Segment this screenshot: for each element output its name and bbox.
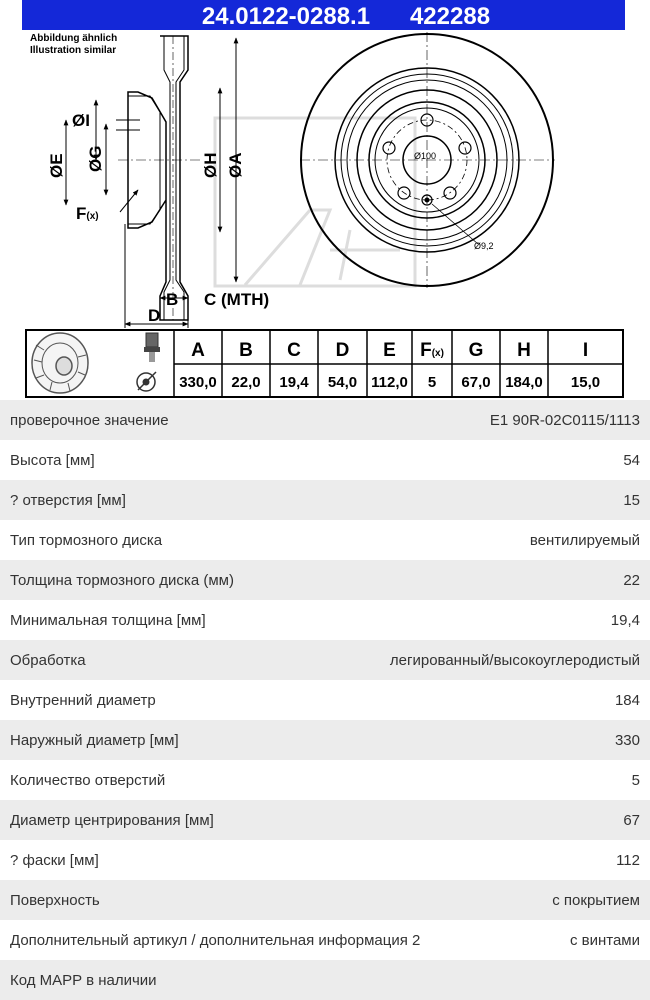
dim-header-b: B: [239, 340, 253, 361]
dim-label-g: ØG: [86, 146, 105, 172]
spec-value: 67: [623, 811, 640, 829]
header-bar: [22, 0, 625, 30]
dim-header-g: G: [469, 340, 484, 361]
disc-front-view: [300, 32, 555, 288]
dim-value-a: 330,0: [179, 374, 217, 391]
dim-value-h: 184,0: [505, 374, 543, 391]
pcd-label: Ø100: [414, 151, 436, 161]
dim-label-f: F(x): [76, 204, 99, 223]
spec-label: Наружный диаметр [мм]: [10, 731, 179, 749]
dim-header-c: C: [287, 340, 301, 361]
spec-row: Тип тормозного диска вентилируемый: [0, 520, 650, 560]
dim-value-e: 112,0: [371, 374, 408, 391]
dim-label-a: ØA: [226, 153, 245, 179]
spec-value: 22: [623, 571, 640, 589]
dim-label-e: ØE: [47, 153, 66, 178]
spec-label: ? фаски [мм]: [10, 851, 99, 869]
spec-value: 15: [623, 491, 640, 509]
spec-label: Диаметр центрирования [мм]: [10, 811, 214, 829]
dim-value-g: 67,0: [461, 374, 490, 391]
spec-label: Внутренний диаметр: [10, 691, 156, 709]
spec-label: Поверхность: [10, 891, 100, 909]
part-number: 24.0122-0288.1: [202, 3, 370, 30]
spec-label: Код MAPP в наличии: [10, 971, 157, 989]
spec-label: проверочное значение: [10, 411, 169, 429]
dimension-lines: [63, 37, 239, 328]
dim-header-a: A: [191, 340, 205, 361]
hole-label: Ø9,2: [474, 241, 494, 251]
bolt-hole: [458, 141, 472, 155]
spec-row: ? отверстия [мм] 15: [0, 480, 650, 520]
technical-drawing: 24.0122-0288.1 422288 Abbildung ähnlich …: [22, 0, 625, 398]
short-number: 422288: [410, 3, 490, 30]
spec-row: Внутренний диаметр 184: [0, 680, 650, 720]
bolt-hole: [382, 141, 396, 155]
dim-header-e: E: [383, 340, 396, 361]
spec-value: легированный/высокоуглеродистый: [389, 651, 640, 669]
spec-label: Обработка: [10, 651, 86, 669]
spec-label: Тип тормозного диска: [10, 531, 163, 549]
spec-row: Дополнительный артикул / дополнительная …: [0, 920, 650, 960]
spec-row: Количество отверстий 5: [0, 760, 650, 800]
dim-value-c: 19,4: [279, 374, 309, 391]
bolt-hole: [397, 186, 411, 200]
spec-row: Код MAPP в наличии: [0, 960, 650, 1000]
ate-watermark: [213, 116, 417, 288]
spec-value: 112: [616, 851, 640, 869]
spec-value: 184: [614, 691, 640, 709]
dim-header-d: D: [336, 340, 350, 361]
spec-row: Высота [мм] 54: [0, 440, 650, 480]
note-en: Illustration similar: [30, 45, 116, 56]
spec-value: 19,4: [610, 611, 640, 629]
spec-row: Наружный диаметр [мм] 330: [0, 720, 650, 760]
dim-label-b: B: [166, 290, 178, 309]
spec-row: Поверхность с покрытием: [0, 880, 650, 920]
spec-label: Толщина тормозного диска (мм): [10, 571, 234, 589]
spec-row: Обработка легированный/высокоуглеродистый: [0, 640, 650, 680]
disc-thumbnail: [31, 332, 89, 394]
spec-value: с винтами: [569, 931, 640, 949]
dim-value-i: 15,0: [571, 374, 600, 391]
spec-label: ? отверстия [мм]: [10, 491, 126, 509]
disc-section-view: [116, 35, 200, 321]
spec-label: Минимальная толщина [мм]: [10, 611, 206, 629]
spec-value: 5: [631, 771, 640, 789]
spec-value: 330: [614, 731, 640, 749]
spec-row: Диаметр центрирования [мм] 67: [0, 800, 650, 840]
screw-icon: [136, 332, 160, 392]
spec-row: ? фаски [мм] 112: [0, 840, 650, 880]
dim-value-d: 54,0: [328, 374, 357, 391]
spec-value: вентилируемый: [529, 531, 640, 549]
dim-label-c: C (MTH): [204, 290, 269, 309]
spec-row: Минимальная толщина [мм] 19,4: [0, 600, 650, 640]
dim-value-f: 5: [428, 374, 436, 391]
spec-row: Толщина тормозного диска (мм) 22: [0, 560, 650, 600]
spec-value: 54: [623, 451, 640, 469]
spec-row: проверочное значение E1 90R-02C0115/1113: [0, 400, 650, 440]
spec-value: с покрытием: [552, 891, 640, 909]
dim-value-b: 22,0: [231, 374, 260, 391]
spec-label: Количество отверстий: [10, 771, 166, 789]
dim-label-d: D: [148, 306, 160, 325]
dim-header-h: H: [517, 340, 531, 361]
spec-label: Высота [мм]: [10, 451, 95, 469]
note-de: Abbildung ähnlich: [30, 33, 117, 44]
dim-label-i: ØI: [72, 111, 90, 130]
dimension-table: A330,0B22,0C19,4D54,0E112,0F(x)5G67,0H18…: [25, 329, 624, 398]
bolt-hole: [443, 186, 457, 200]
dim-label-h: ØH: [201, 153, 220, 179]
spec-value: E1 90R-02C0115/1113: [489, 411, 640, 429]
spec-label: Дополнительный артикул / дополнительная …: [10, 931, 421, 949]
dim-header-i: I: [583, 340, 588, 361]
